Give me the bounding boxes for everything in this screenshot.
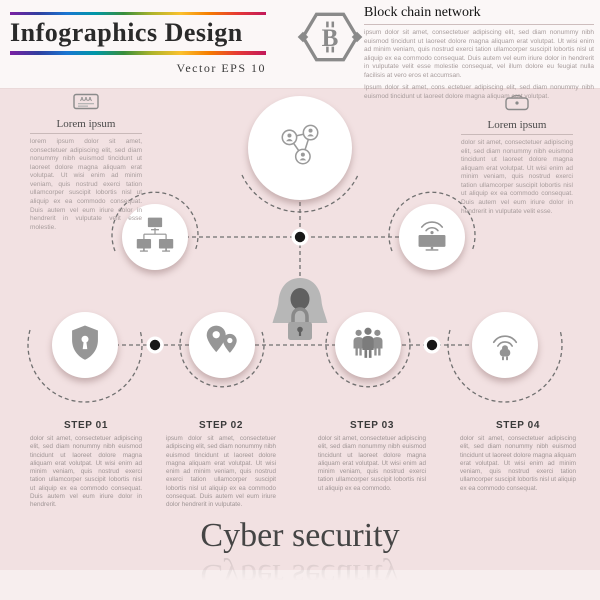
wifi-plug-icon [487, 324, 523, 367]
wallet-icon [504, 94, 530, 115]
rainbow-bar-top [10, 12, 266, 15]
footer-title-reflection: Cyber security [200, 557, 400, 594]
step-02-block: STEP 02 ipsum dolor sit amet, consectetu… [166, 420, 276, 510]
right-panel-text: dolor sit amet, consectetuer adipiscing … [461, 139, 573, 215]
step-04-label: STEP 04 [495, 420, 541, 431]
step-03-text: dolor sit amet, consectetuer adipiscing … [318, 435, 426, 492]
connector-node-center [291, 228, 309, 246]
step-02-label: STEP 02 [198, 420, 244, 431]
hacker-lock-icon [265, 276, 335, 349]
blockchain-title: Block chain network [364, 5, 594, 25]
people-group-icon [349, 325, 387, 366]
step-03-block: STEP 03 dolor sit amet, consectetuer adi… [318, 420, 426, 493]
right-panel-title: Lorem ipsum [461, 119, 573, 135]
step-03-label: STEP 03 [349, 420, 395, 431]
left-panel-title: Lorem ipsum [30, 118, 142, 134]
page-title: Infographics Design [10, 17, 243, 47]
right-panel: Lorem ipsum dolor sit amet, consectetuer… [461, 93, 573, 216]
header-band [0, 0, 600, 89]
step-04-block: STEP 04 dolor sit amet, consectetuer adi… [460, 420, 576, 493]
share-network-icon [277, 123, 323, 174]
footer-band [0, 570, 600, 600]
blockchain-section: Block chain network ipsum dolor sit amet… [364, 5, 594, 102]
svg-text:AAA: AAA [80, 97, 92, 103]
connector-node-left [146, 336, 164, 354]
connector-node-right [423, 336, 441, 354]
left-panel-text: lorem ipsum dolor sit amet, consectetuer… [30, 138, 142, 231]
step-04-text: dolor sit amet, consectetuer adipiscing … [460, 435, 576, 492]
svg-text:B: B [322, 25, 339, 52]
shield-lock-icon [68, 324, 102, 367]
title-block: Infographics Design Vector EPS 10 [10, 12, 266, 76]
step-01-label: STEP 01 [63, 420, 109, 431]
network-circle [248, 96, 352, 200]
map-pins-icon [202, 324, 242, 367]
wifi-device-circle [472, 312, 538, 378]
team-circle [335, 312, 401, 378]
blockchain-paragraph-1: ipsum dolor sit amet, consectetuer adipi… [364, 29, 594, 79]
wifi-monitor-icon [413, 216, 451, 259]
step-01-text: dolor sit amet, consectetuer adipiscing … [30, 435, 142, 509]
shield-circle [52, 312, 118, 378]
footer-title: Cyber security [200, 517, 400, 554]
step-01-block: STEP 01 dolor sit amet, consectetuer adi… [30, 420, 142, 510]
left-panel: AAA Lorem ipsum lorem ipsum dolor sit am… [30, 93, 142, 232]
blockchain-paragraph-2: Ipsum dolor sit amet, cons ectetuer adip… [364, 84, 594, 101]
card-icon: AAA [73, 93, 99, 114]
wireless-monitor-circle [399, 204, 465, 270]
step-02-text: ipsum dolor sit amet, consectetuer adipi… [166, 435, 276, 509]
rainbow-bar-bottom [10, 50, 266, 55]
bitcoin-hexagon-icon: B [297, 9, 363, 70]
location-circle [189, 312, 255, 378]
page-subtitle: Vector EPS 10 [176, 60, 266, 75]
